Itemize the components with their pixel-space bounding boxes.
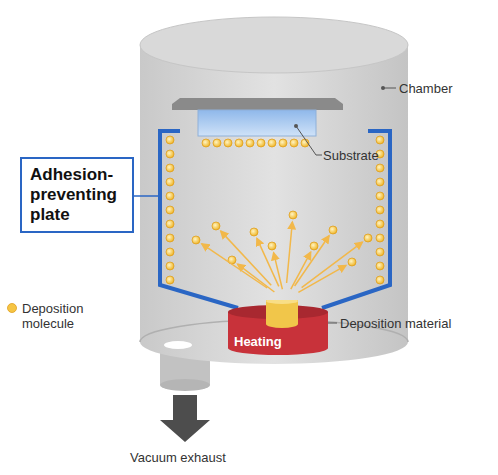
vapor-arrows xyxy=(202,222,363,292)
callout-text: Adhesion-preventing plate xyxy=(30,165,124,225)
exhaust-arrow xyxy=(160,395,210,442)
leader-dot xyxy=(381,86,385,90)
legend-swatch xyxy=(6,302,18,314)
substrate-holder xyxy=(172,98,343,110)
shield-plate xyxy=(160,131,238,308)
leader-line xyxy=(134,195,158,197)
part-name: Substrate xyxy=(323,148,379,163)
exhaust-pipe xyxy=(160,379,210,391)
exhaust-port xyxy=(164,341,192,349)
chamber-lid xyxy=(140,17,408,73)
part-name: Deposition material xyxy=(340,316,451,331)
callout-box: Adhesion-preventing plate xyxy=(20,157,134,233)
shield-plate xyxy=(322,131,390,308)
legend-text: Deposition molecule xyxy=(22,301,94,331)
heater: Heating xyxy=(226,300,330,356)
leader-line xyxy=(296,126,322,155)
deposition-molecules xyxy=(166,136,384,284)
substrate xyxy=(198,110,316,136)
part-name: Chamber xyxy=(399,81,452,96)
heater-label: Heating xyxy=(234,334,282,349)
part-name: Vacuum exhaust xyxy=(130,450,226,465)
leader-dot xyxy=(294,124,298,128)
